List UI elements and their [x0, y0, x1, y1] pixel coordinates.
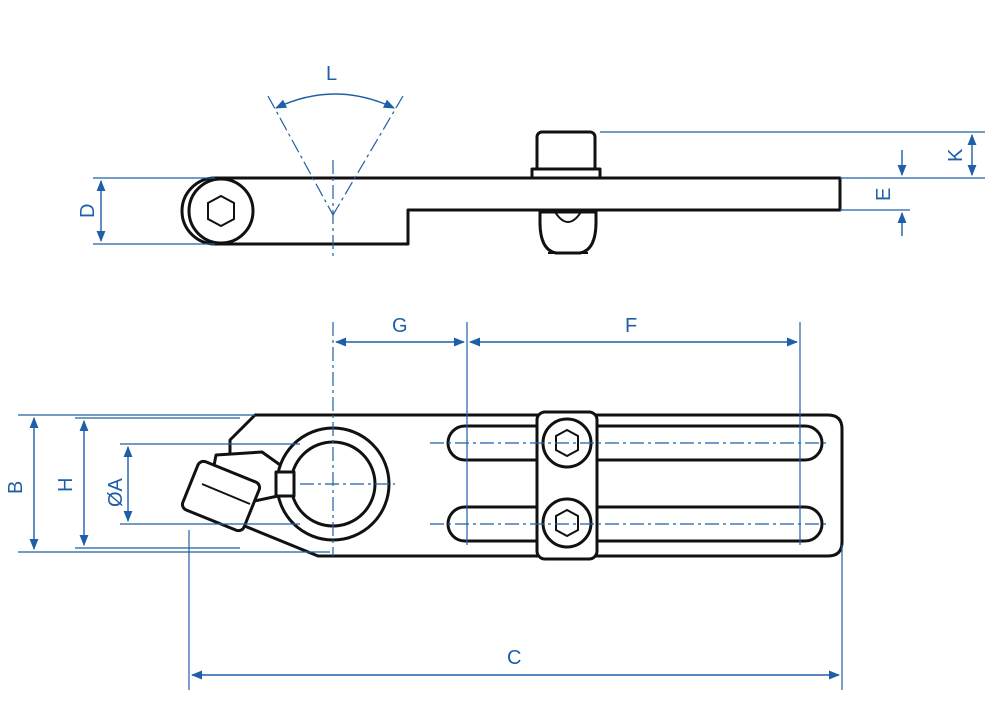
- dimension-d: D: [77, 177, 215, 245]
- dim-label-a: ØA: [105, 477, 127, 507]
- top-view-centerlines: [300, 322, 830, 556]
- top-view: [180, 410, 844, 561]
- side-top-screw-head: [535, 130, 597, 174]
- dim-label-b: B: [5, 481, 27, 494]
- dim-label-e: E: [873, 188, 895, 201]
- clamp-screw: [180, 459, 262, 533]
- dimension-h: H: [55, 417, 240, 549]
- dim-label-d: D: [77, 204, 99, 218]
- slider-bolt-lower: [541, 497, 593, 549]
- side-view: [180, 130, 842, 255]
- dimension-e: E: [840, 150, 910, 236]
- dimension-diameter-a: ØA: [105, 443, 300, 525]
- side-bracket-body: [180, 176, 842, 246]
- hex-socket-icon: [207, 194, 235, 228]
- side-bottom-nut-groove: [554, 211, 582, 223]
- dim-label-g: G: [392, 315, 408, 337]
- dim-label-h: H: [55, 478, 77, 492]
- dimension-f: F: [468, 315, 799, 347]
- dimension-g: G: [334, 315, 466, 347]
- angle-l-dimension: L: [267, 63, 404, 258]
- side-bottom-nut: [538, 210, 598, 255]
- dim-label-f: F: [625, 315, 637, 337]
- side-top-screw-washer: [530, 167, 602, 180]
- dimension-k: K: [600, 131, 985, 179]
- side-clamp-head: [187, 177, 255, 245]
- dim-label-c: C: [507, 647, 521, 669]
- dimension-b: B: [5, 414, 330, 553]
- dim-label-l: L: [326, 63, 337, 85]
- hex-socket-icon: [555, 508, 579, 538]
- hex-socket-icon: [555, 428, 579, 458]
- dimension-c: C: [188, 530, 843, 690]
- dim-label-k: K: [945, 148, 967, 162]
